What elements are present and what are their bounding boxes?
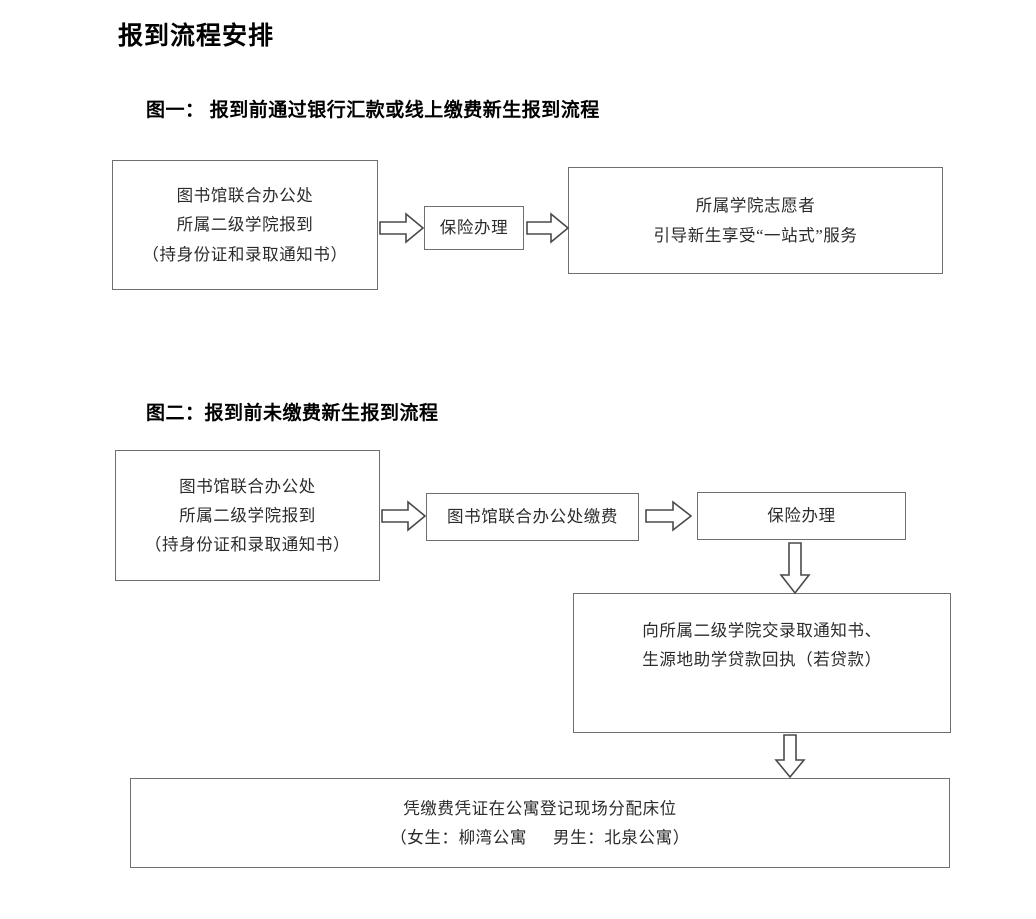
fig2-node-registration-desk-line-3: （持身份证和录取通知书） [144, 535, 351, 555]
fig1-node-volunteer-guide: 所属学院志愿者 引导新生享受“一站式”服务 [568, 167, 943, 274]
fig2-node-registration-desk: 图书馆联合办公处 所属二级学院报到 （持身份证和录取通知书） [115, 450, 380, 581]
figure-2-caption: 图二：报到前未缴费新生报到流程 [146, 403, 439, 424]
fig2-arrow-desk-to-payment-icon [381, 499, 427, 533]
fig2-node-submit-documents-line-2: 生源地助学贷款回执（若贷款） [642, 650, 882, 670]
fig1-node-volunteer-guide-line-1: 所属学院志愿者 [695, 196, 816, 216]
fig2-node-registration-desk-line-2: 所属二级学院报到 [179, 505, 316, 525]
fig2-node-payment-office-label: 图书馆联合办公处缴费 [447, 507, 618, 527]
fig2-node-dorm-assignment-line-1: 凭缴费凭证在公寓登记现场分配床位 [403, 798, 677, 818]
fig1-node-registration-desk-line-2: 所属二级学院报到 [176, 215, 314, 235]
fig1-node-registration-desk-line-1: 图书馆联合办公处 [176, 186, 314, 206]
fig2-arrow-documents-to-dorm-icon [773, 734, 807, 779]
figure-1-caption: 图一： 报到前通过银行汇款或线上缴费新生报到流程 [146, 100, 600, 121]
fig2-node-submit-documents: 向所属二级学院交录取通知书、 生源地助学贷款回执（若贷款） [573, 593, 951, 733]
fig1-arrow-insurance-to-volunteer-icon [526, 211, 570, 245]
fig2-node-insurance: 保险办理 [697, 492, 906, 540]
fig2-node-payment-office: 图书馆联合办公处缴费 [426, 493, 639, 541]
page-title: 报到流程安排 [118, 22, 275, 50]
fig2-node-submit-documents-line-1: 向所属二级学院交录取通知书、 [642, 621, 882, 640]
dorm-female-label: （女生：柳湾公寓 [390, 828, 527, 847]
fig2-node-dorm-assignment: 凭缴费凭证在公寓登记现场分配床位 （女生：柳湾公寓 男生：北泉公寓） [130, 778, 950, 868]
fig2-arrow-insurance-to-documents-icon [778, 542, 812, 595]
fig1-node-volunteer-guide-line-2: 引导新生享受“一站式”服务 [653, 225, 858, 245]
fig1-node-registration-desk-line-3: （持身份证和录取通知书） [142, 244, 348, 264]
fig2-node-registration-desk-line-1: 图书馆联合办公处 [179, 476, 316, 496]
fig1-arrow-desk-to-insurance-icon [379, 211, 425, 245]
fig1-node-insurance: 保险办理 [424, 206, 524, 250]
dorm-male-label: 男生：北泉公寓） [553, 828, 690, 847]
fig2-arrow-payment-to-insurance-icon [645, 499, 693, 533]
fig2-node-dorm-assignment-line-2: （女生：柳湾公寓 男生：北泉公寓） [390, 823, 690, 852]
fig1-node-registration-desk: 图书馆联合办公处 所属二级学院报到 （持身份证和录取通知书） [112, 160, 378, 290]
fig2-node-insurance-label: 保险办理 [767, 506, 836, 526]
fig1-node-insurance-label: 保险办理 [439, 218, 509, 238]
